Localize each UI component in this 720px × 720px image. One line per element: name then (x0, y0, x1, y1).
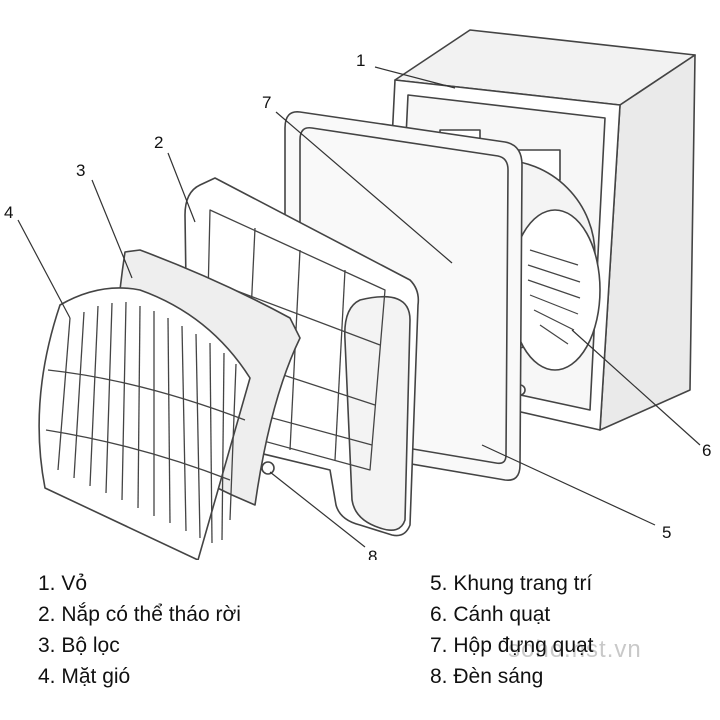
legend-column-left: 1. Vỏ 2. Nắp có thể tháo rời 3. Bộ lọc 4… (38, 568, 241, 692)
callout-7: 7 (262, 93, 271, 112)
parts-legend: 1. Vỏ 2. Nắp có thể tháo rời 3. Bộ lọc 4… (0, 568, 720, 718)
callout-1: 1 (356, 51, 365, 70)
callout-2: 2 (154, 133, 163, 152)
indicator-light-part (261, 461, 275, 475)
legend-item-2: 2. Nắp có thể tháo rời (38, 603, 241, 626)
legend-item-1: 1. Vỏ (38, 572, 88, 595)
callout-4: 4 (4, 203, 13, 222)
callout-6: 6 (702, 441, 711, 460)
fan-blades-part (527, 249, 581, 345)
legend-item-3: 3. Bộ lọc (38, 634, 120, 657)
legend-item-8: 8. Đèn sáng (430, 665, 544, 688)
callout-8: 8 (368, 547, 377, 560)
air-grille-part (38, 287, 251, 560)
exploded-view-diagram: 1 2 3 4 5 6 7 8 (4, 29, 711, 560)
callout-3: 3 (76, 161, 85, 180)
legend-item-4: 4. Mặt gió (38, 665, 131, 688)
legend-item-5: 5. Khung trang trí (430, 572, 593, 595)
watermark-text: soho.nst.vn (508, 636, 642, 663)
callout-5: 5 (662, 523, 671, 542)
legend-item-6: 6. Cánh quạt (430, 603, 551, 626)
legend-item-7: 7. Hộp đựng quạt (430, 634, 594, 657)
legend-column-right: 5. Khung trang trí 6. Cánh quạt 7. Hộp đ… (430, 568, 594, 692)
